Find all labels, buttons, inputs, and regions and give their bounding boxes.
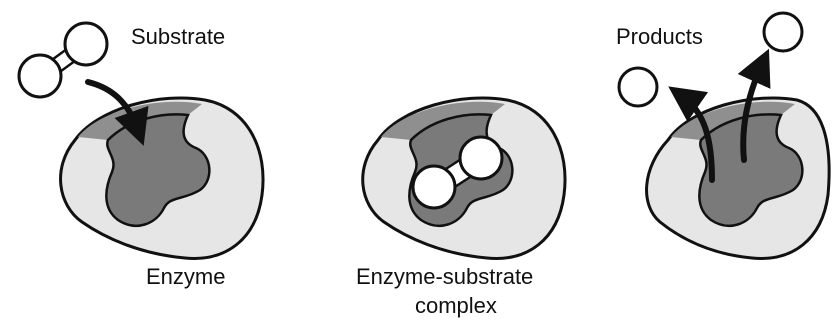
- label-enzyme: Enzyme: [146, 264, 225, 290]
- label-substrate: Substrate: [131, 24, 225, 50]
- substrate-left-circle: [19, 55, 61, 97]
- substrate-right-circle: [65, 23, 107, 65]
- bound-substrate-left-circle: [413, 166, 455, 208]
- label-products: Products: [616, 24, 703, 50]
- panel-enzyme: [19, 23, 263, 258]
- product-circle-left: [619, 68, 657, 106]
- label-complex-line2: complex: [415, 293, 497, 319]
- panel-complex: [363, 98, 565, 259]
- product-circle-right: [764, 13, 802, 51]
- bound-substrate-right-circle: [460, 137, 502, 179]
- label-complex-line1: Enzyme-substrate: [356, 264, 533, 290]
